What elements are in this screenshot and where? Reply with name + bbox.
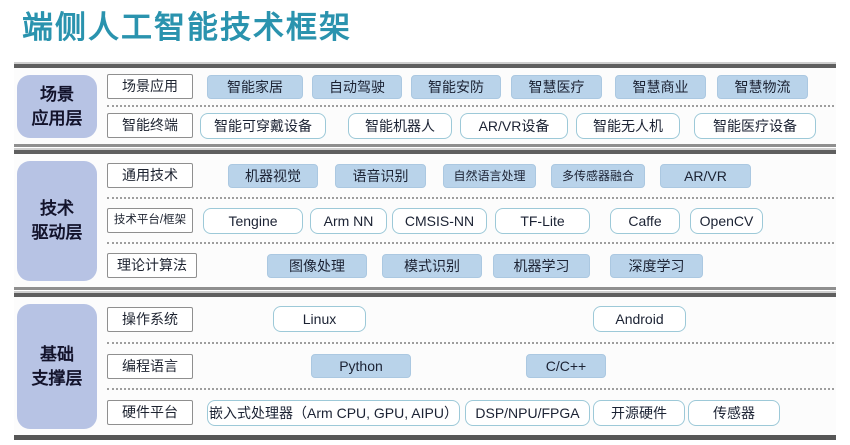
row-category-label: 场景应用 [107,74,193,99]
layer-name-badge-scenario-application: 场景 应用层 [17,75,97,138]
operating-system-row: 操作系统 Linux Android [107,297,834,342]
layer-name-line1: 技术 [40,199,74,219]
smart-terminal-chip: 智能机器人 [348,112,452,139]
dotted-divider [107,197,834,199]
scenario-app-chip: 智慧物流 [717,74,808,99]
layer-panel-technology-driver: 技术 驱动层 通用技术 机器视觉 语音识别 自然语言处理 多传感器融合 AR/V… [14,150,836,290]
theory-algorithm-chip: 模式识别 [382,253,482,278]
platform-framework-chip: TF-Lite [495,207,590,234]
row-category-label: 硬件平台 [107,400,193,426]
row-category-label: 编程语言 [107,353,193,379]
scenario-app-chip: 智慧商业 [615,74,706,99]
dotted-divider [107,341,834,344]
general-tech-chip: AR/VR [660,163,751,188]
dotted-divider [107,388,834,391]
platform-framework-chip: CMSIS-NN [392,207,487,234]
theory-algorithm-chip: 深度学习 [610,253,703,278]
smart-terminal-row: 智能终端 智能可穿戴设备 智能机器人 AR/VR设备 智能无人机 智能医疗设备 [107,107,834,144]
hardware-chip: DSP/NPU/FPGA [465,399,590,426]
theory-algorithm-chip: 图像处理 [267,253,367,278]
hardware-platform-row: 硬件平台 嵌入式处理器（Arm CPU, GPU, AIPU） DSP/NPU/… [107,390,834,435]
dotted-divider [107,105,834,107]
layer-name-badge-basic-support: 基础 支撑层 [17,304,97,429]
language-chip: Python [311,354,411,378]
theory-algorithm-row: 理论计算法 图像处理 模式识别 机器学习 深度学习 [107,244,834,287]
hardware-chip: 传感器 [688,399,780,426]
general-tech-chip: 语音识别 [335,163,426,188]
theory-algorithm-chip: 机器学习 [493,253,590,278]
row-category-label: 通用技术 [107,163,193,188]
platform-framework-chip: OpenCV [690,207,763,234]
scenario-app-chip: 自动驾驶 [312,74,402,99]
os-chip: Android [593,306,686,333]
smart-terminal-chip: AR/VR设备 [460,112,568,139]
platform-framework-chip: Tengine [203,207,303,234]
os-chip: Linux [273,306,366,333]
page-title: 端侧人工智能技术框架 [22,10,352,46]
layer-panel-basic-support: 基础 支撑层 操作系统 Linux Android 编程语言 Python C/… [14,293,836,440]
layer-content: 场景应用 智能家居 自动驾驶 智能安防 智慧医疗 智慧商业 智慧物流 智能终端 … [107,68,836,144]
platform-framework-row: 技术平台/框架 Tengine Arm NN CMSIS-NN TF-Lite … [107,199,834,242]
general-technology-row: 通用技术 机器视觉 语音识别 自然语言处理 多传感器融合 AR/VR [107,154,834,197]
layer-panel-scenario-application: 场景 应用层 场景应用 智能家居 自动驾驶 智能安防 智慧医疗 智慧商业 智慧物… [14,64,836,147]
smart-terminal-chip: 智能无人机 [576,112,680,139]
scenario-app-chip: 智能安防 [411,74,501,99]
layer-name-line2: 驱动层 [31,223,83,242]
row-category-label: 技术平台/框架 [107,208,193,233]
programming-language-row: 编程语言 Python C/C++ [107,344,834,389]
layer-name-line2: 应用层 [31,108,83,128]
scenario-app-chip: 智能家居 [207,74,303,99]
layer-name-badge-technology-driver: 技术 驱动层 [17,161,97,281]
scenario-application-row: 场景应用 智能家居 自动驾驶 智能安防 智慧医疗 智慧商业 智慧物流 [107,68,834,105]
smart-terminal-chip: 智能医疗设备 [694,112,816,139]
dotted-divider [107,242,834,244]
row-category-label: 智能终端 [107,113,193,138]
general-tech-chip: 自然语言处理 [443,163,536,188]
smart-terminal-chip: 智能可穿戴设备 [200,112,326,139]
platform-framework-chip: Arm NN [310,207,387,234]
layer-name-line1: 场景 [40,84,74,104]
layer-name-line2: 支撑层 [31,368,83,388]
layer-content: 操作系统 Linux Android 编程语言 Python C/C++ 硬件平… [107,297,836,435]
hardware-chip: 开源硬件 [593,399,685,426]
hardware-chip: 嵌入式处理器（Arm CPU, GPU, AIPU） [207,399,460,426]
general-tech-chip: 多传感器融合 [551,163,645,188]
general-tech-chip: 机器视觉 [228,163,318,188]
language-chip: C/C++ [526,354,606,378]
platform-framework-chip: Caffe [610,207,680,234]
layer-name-line1: 基础 [40,344,74,364]
layer-content: 通用技术 机器视觉 语音识别 自然语言处理 多传感器融合 AR/VR 技术平台/… [107,154,836,287]
scenario-app-chip: 智慧医疗 [511,74,602,99]
row-category-label: 理论计算法 [107,253,197,278]
row-category-label: 操作系统 [107,306,193,332]
